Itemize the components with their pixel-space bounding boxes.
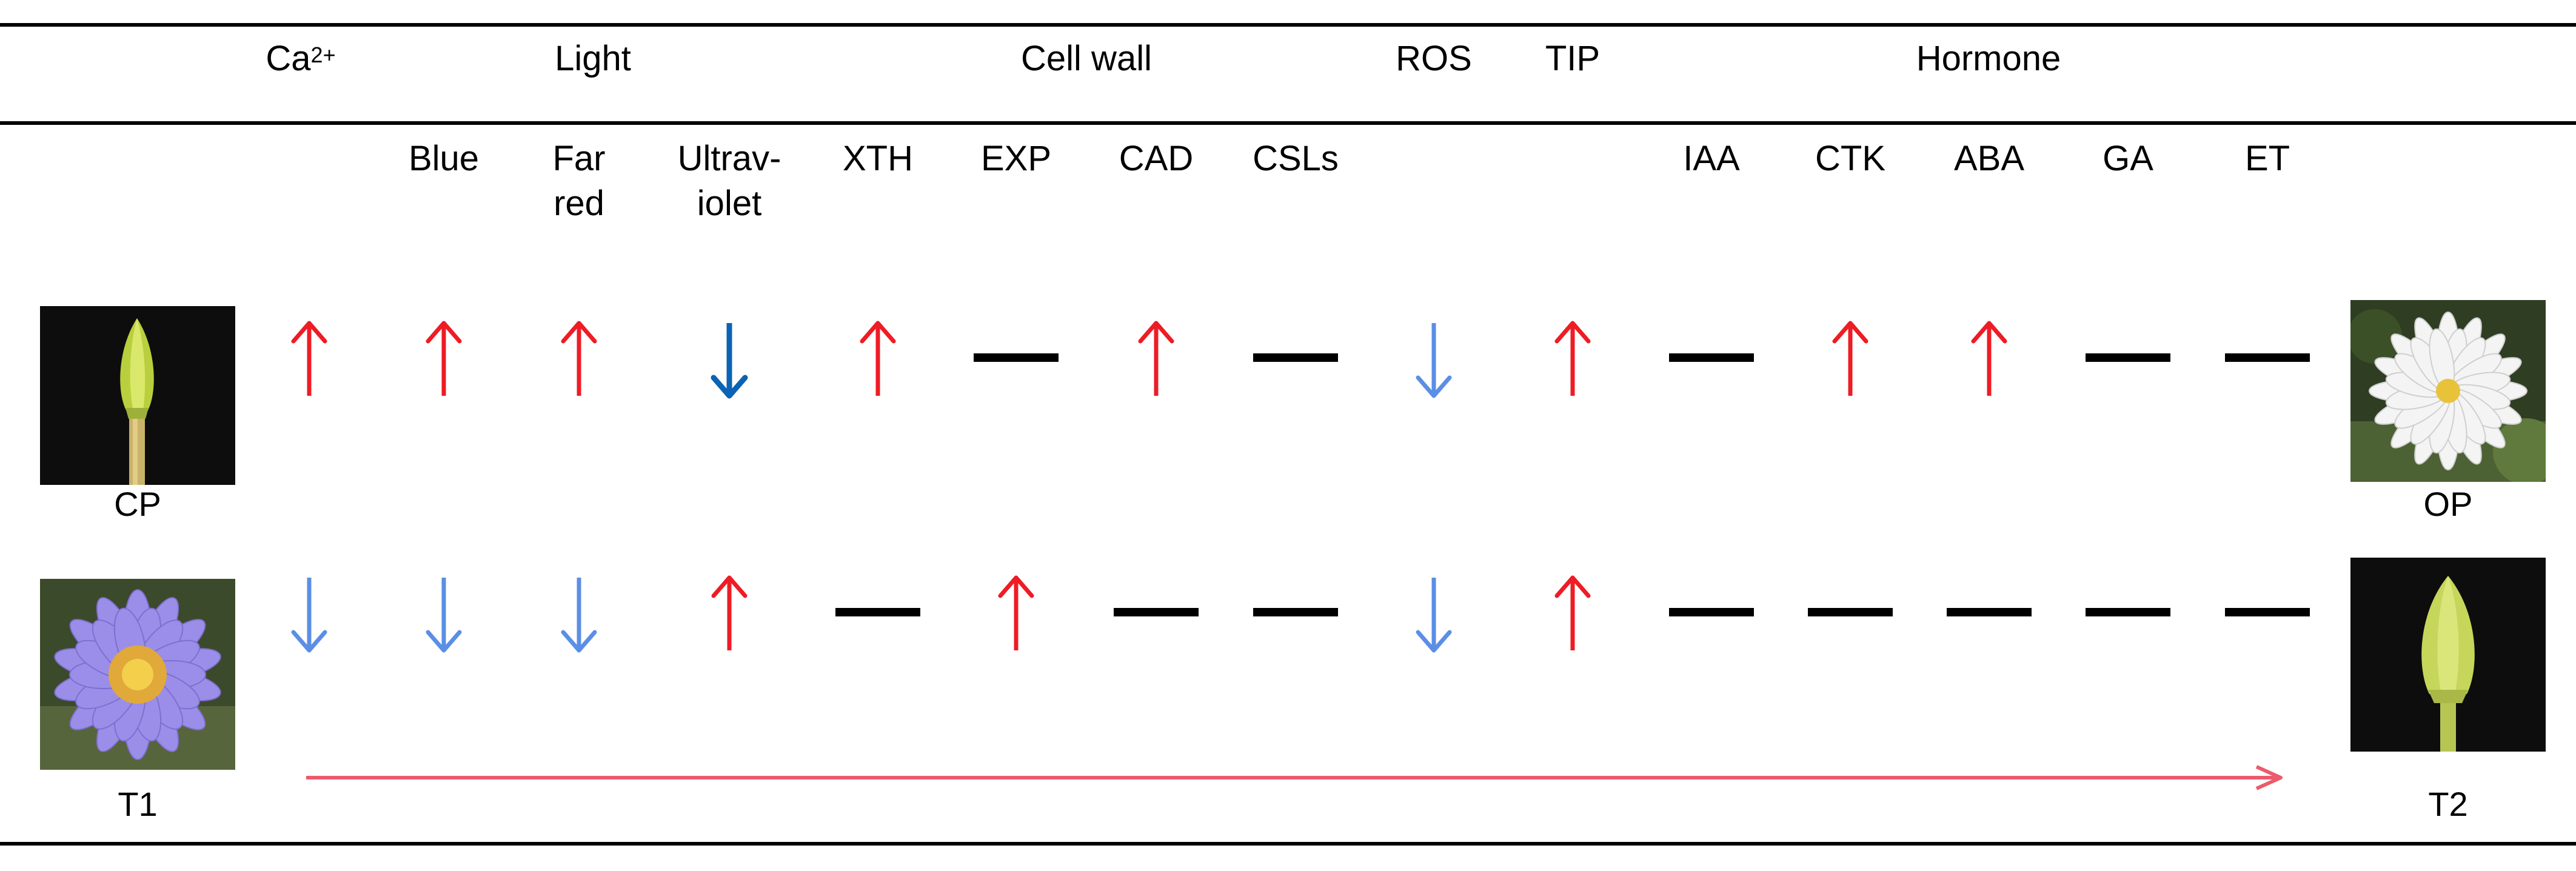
mark-r1-xth [860, 321, 896, 396]
subheader-xth: XTH [843, 139, 913, 178]
subheader-aba: ABA [1953, 139, 2025, 178]
header-light: Light [555, 39, 631, 78]
row-label-cp: CP [114, 485, 161, 523]
top-rule [0, 23, 2576, 27]
bottom-rule [0, 842, 2576, 846]
mark-r1-cad [1138, 321, 1174, 396]
mark-r2-blue [426, 578, 462, 653]
subheader-far-red: Far red [552, 139, 606, 223]
subheader-ultraviolet: Ultrav-iolet [677, 139, 781, 223]
subheader-ctk: CTK [1815, 139, 1885, 178]
timeline-arrow-icon [306, 765, 2283, 790]
subheader-cad: CAD [1119, 139, 1194, 178]
purple-flower-photo [40, 579, 235, 770]
mark-r2-tip [1554, 575, 1591, 650]
header-rule [0, 121, 2576, 125]
mark-r2-exp [998, 575, 1034, 650]
subheader-exp: EXP [980, 139, 1052, 178]
mark-r2-farred [561, 578, 597, 653]
header-tip: TIP [1545, 39, 1601, 78]
mark-r1-ca2 [291, 321, 327, 396]
mark-r1-tip [1554, 321, 1591, 396]
mark-r2-ros [1416, 578, 1452, 653]
mark-r2-ca2 [291, 578, 327, 653]
subheader-ga: GA [2103, 139, 2153, 178]
subheader-blue: Blue [408, 139, 480, 178]
subheader-et: ET [2244, 139, 2290, 178]
mark-r1-farred [561, 321, 597, 396]
subheader-csls: CSLs [1253, 139, 1339, 178]
mark-r1-ctk [1832, 321, 1868, 396]
mark-r1-blue [426, 321, 462, 396]
row-label-t1: T1 [118, 785, 158, 823]
row-label-op: OP [2423, 485, 2473, 523]
closed-bud-photo [40, 306, 235, 485]
mark-r1-aba [1971, 321, 2007, 396]
header-cell-wall: Cell wall [1021, 39, 1152, 78]
header-ca2: Ca2+ [266, 39, 336, 78]
mark-r1-ros [1416, 323, 1452, 398]
mark-r2-ultraviolet [711, 575, 748, 650]
header-ros: ROS [1396, 39, 1472, 78]
white-open-flower-photo [2350, 300, 2546, 482]
mark-r1-ultraviolet [711, 323, 748, 399]
subheader-iaa: IAA [1683, 139, 1740, 178]
row-label-t2: T2 [2428, 785, 2468, 823]
header-hormone: Hormone [1916, 39, 2061, 78]
green-bud-photo [2350, 558, 2546, 752]
